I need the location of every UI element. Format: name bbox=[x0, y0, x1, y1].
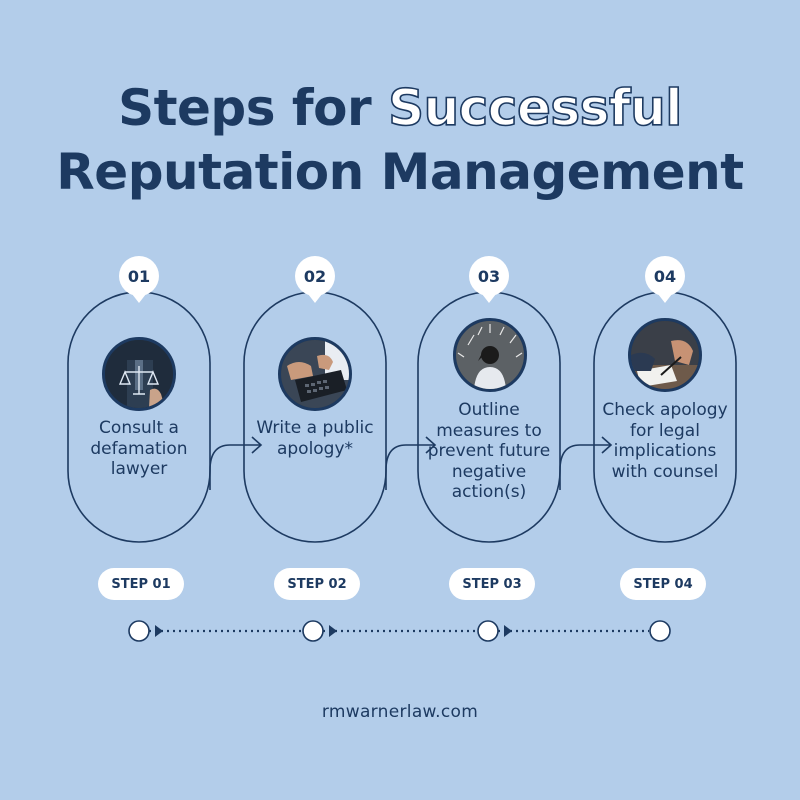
typing-keyboard-icon bbox=[278, 337, 352, 411]
timeline-arrow-3 bbox=[504, 625, 512, 637]
timeline-node-4 bbox=[650, 621, 670, 641]
step-number-badge-2: 02 bbox=[295, 256, 335, 296]
timeline-arrow-1 bbox=[155, 625, 163, 637]
step-pill-4: STEP 04 bbox=[620, 568, 706, 600]
timeline-node-3 bbox=[478, 621, 498, 641]
timeline-node-2 bbox=[303, 621, 323, 641]
step-description-2: Write a public apology* bbox=[250, 418, 380, 459]
scales-of-justice-icon bbox=[102, 337, 176, 411]
footer-website: rmwarnerlaw.com bbox=[0, 702, 800, 722]
step-number-4: 04 bbox=[654, 267, 676, 286]
step-number-1: 01 bbox=[128, 267, 150, 286]
signing-document-icon bbox=[628, 318, 702, 392]
step-number-badge-3: 03 bbox=[469, 256, 509, 296]
thinking-person-arrows-icon bbox=[453, 318, 527, 392]
step-pill-2: STEP 02 bbox=[274, 568, 360, 600]
step-number-3: 03 bbox=[478, 267, 500, 286]
step-description-3: Outline measures to prevent future negat… bbox=[424, 400, 554, 503]
step-description-4: Check apology for legal implications wit… bbox=[600, 400, 730, 482]
timeline-arrow-2 bbox=[329, 625, 337, 637]
step-description-1: Consult a defamation lawyer bbox=[74, 418, 204, 480]
step-card-outline-1 bbox=[68, 292, 210, 542]
step-number-2: 02 bbox=[304, 267, 326, 286]
step-card-outline-2 bbox=[244, 292, 386, 542]
step-pill-3: STEP 03 bbox=[449, 568, 535, 600]
step-pill-1: STEP 01 bbox=[98, 568, 184, 600]
timeline bbox=[129, 621, 670, 641]
timeline-node-1 bbox=[129, 621, 149, 641]
step-number-badge-4: 04 bbox=[645, 256, 685, 296]
step-number-badge-1: 01 bbox=[119, 256, 159, 296]
